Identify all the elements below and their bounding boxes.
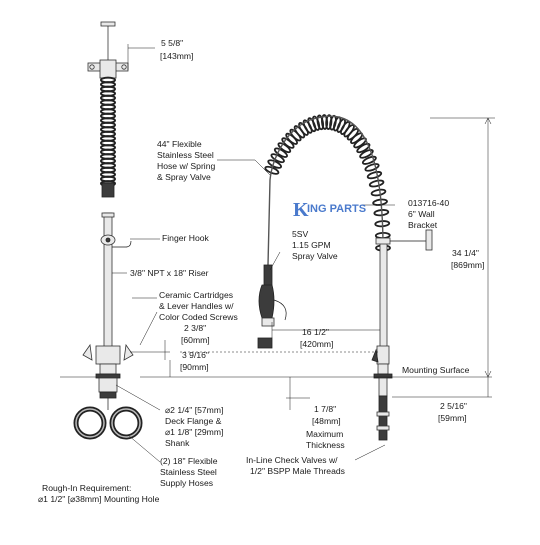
spring-arc-ring bbox=[364, 163, 380, 172]
spring-arc-ring bbox=[361, 155, 377, 165]
svg-text:ING PARTS: ING PARTS bbox=[307, 203, 366, 215]
below-surface-mm: [59mm] bbox=[438, 413, 467, 423]
spring-arc-ring bbox=[366, 171, 383, 180]
handle-height-in: 2 3/8" bbox=[184, 323, 206, 333]
dim-top-width: 5 5/8" [143mm] bbox=[160, 38, 193, 61]
label-check-valves: In-Line Check Valves w/ 1/2" BSPP Male T… bbox=[246, 455, 345, 476]
thickness-mm: [48mm] bbox=[312, 416, 341, 426]
svg-text:⌀1 1/8" [29mm]: ⌀1 1/8" [29mm] bbox=[165, 427, 223, 437]
label-finger-hook: Finger Hook bbox=[162, 233, 210, 243]
svg-text:1/2" BSPP Male Threads: 1/2" BSPP Male Threads bbox=[250, 466, 345, 476]
svg-text:Stainless Steel: Stainless Steel bbox=[157, 150, 214, 160]
dim-handle-offset: 3 9/16" [90mm] bbox=[180, 350, 209, 372]
overhead-spring-arc bbox=[264, 114, 391, 252]
spring-coil-front bbox=[100, 76, 116, 187]
dim-spout-reach: 16 1/2" [420mm] bbox=[300, 327, 333, 349]
check-valves-side bbox=[376, 395, 390, 441]
spring-arc-ring bbox=[356, 142, 371, 154]
svg-text:5SV: 5SV bbox=[292, 229, 309, 239]
svg-text:Maximum: Maximum bbox=[306, 429, 343, 439]
spring-arc-ring bbox=[325, 114, 333, 130]
front-view bbox=[73, 21, 143, 440]
spring-arc-ring bbox=[370, 188, 387, 197]
label-spray: 5SV 1.15 GPM Spray Valve bbox=[292, 229, 338, 261]
top-width-mm: [143mm] bbox=[160, 51, 193, 61]
label-cartridges: Ceramic Cartridges & Lever Handles w/ Co… bbox=[159, 290, 238, 322]
svg-text:Rough-In Requirement:: Rough-In Requirement: bbox=[42, 483, 131, 493]
svg-text:& Spray Valve: & Spray Valve bbox=[157, 172, 211, 182]
dim-overall-height: 34 1/4" [869mm] bbox=[451, 248, 484, 270]
svg-text:⌀1 1/2" [⌀38mm] Mounting Hole: ⌀1 1/2" [⌀38mm] Mounting Hole bbox=[38, 494, 160, 504]
label-hose: 44" Flexible Stainless Steel Hose w/ Spr… bbox=[157, 139, 215, 182]
overall-height-in: 34 1/4" bbox=[452, 248, 479, 258]
svg-text:013716-40: 013716-40 bbox=[408, 198, 449, 208]
dim-handle-height: 2 3/8" [60mm] bbox=[181, 323, 210, 345]
thickness-in: 1 7/8" bbox=[314, 404, 336, 414]
handle-offset-mm: [90mm] bbox=[180, 362, 209, 372]
svg-text:& Lever Handles w/: & Lever Handles w/ bbox=[159, 301, 234, 311]
svg-text:Spray Valve: Spray Valve bbox=[292, 251, 338, 261]
svg-text:Hose w/ Spring: Hose w/ Spring bbox=[157, 161, 215, 171]
faucet-body-side bbox=[371, 345, 393, 397]
spout-reach-mm: [420mm] bbox=[300, 339, 333, 349]
svg-text:⌀2 1/4" [57mm]: ⌀2 1/4" [57mm] bbox=[165, 405, 223, 415]
wall-bracket-side bbox=[375, 229, 433, 251]
svg-text:Supply Hoses: Supply Hoses bbox=[160, 478, 213, 488]
label-rough-in: Rough-In Requirement: ⌀1 1/2" [⌀38mm] Mo… bbox=[38, 483, 160, 504]
svg-text:44" Flexible: 44" Flexible bbox=[157, 139, 202, 149]
svg-text:Thickness: Thickness bbox=[306, 440, 345, 450]
riser-pipe-side bbox=[379, 242, 388, 354]
label-supply: (2) 18" Flexible Stainless Steel Supply … bbox=[160, 456, 218, 488]
spout-reach-in: 16 1/2" bbox=[302, 327, 329, 337]
spring-arc-ring bbox=[267, 159, 283, 169]
riser-pipe-front bbox=[103, 212, 113, 356]
spring-arc-ring bbox=[368, 179, 385, 188]
finger-hook-front bbox=[100, 234, 132, 248]
label-mounting-surface: Mounting Surface bbox=[402, 365, 470, 375]
spring-arc-ring bbox=[270, 153, 285, 164]
top-width-in: 5 5/8" bbox=[161, 38, 183, 48]
spring-end-front bbox=[101, 182, 115, 198]
below-surface-in: 2 5/16" bbox=[440, 401, 467, 411]
spring-arc-ring bbox=[273, 147, 288, 158]
dimension-lines bbox=[127, 44, 495, 410]
svg-text:In-Line Check Valves w/: In-Line Check Valves w/ bbox=[246, 455, 338, 465]
svg-text:K: K bbox=[293, 199, 309, 221]
supply-hoses-front bbox=[73, 398, 143, 440]
handle-offset-in: 3 9/16" bbox=[182, 350, 209, 360]
svg-text:Stainless Steel: Stainless Steel bbox=[160, 467, 217, 477]
svg-text:6" Wall: 6" Wall bbox=[408, 209, 435, 219]
dim-below-surface: 2 5/16" [59mm] bbox=[438, 401, 467, 423]
dim-thickness: 1 7/8" [48mm] Maximum Thickness bbox=[306, 404, 345, 450]
svg-text:(2) 18" Flexible: (2) 18" Flexible bbox=[160, 456, 218, 466]
leader-lines bbox=[112, 159, 395, 463]
top-bracket-front bbox=[87, 21, 129, 79]
svg-text:1.15 GPM: 1.15 GPM bbox=[292, 240, 331, 250]
flex-hose-line bbox=[267, 115, 384, 266]
overall-height-mm: [869mm] bbox=[451, 260, 484, 270]
svg-text:Bracket: Bracket bbox=[408, 220, 438, 230]
svg-text:Deck Flange &: Deck Flange & bbox=[165, 416, 222, 426]
watermark-logo: K ING PARTS bbox=[293, 199, 366, 221]
label-riser: 3/8" NPT x 18" Riser bbox=[130, 268, 209, 278]
spring-arc-ring bbox=[329, 114, 337, 131]
faucet-body-front bbox=[82, 343, 134, 399]
spring-arc-ring bbox=[359, 149, 374, 159]
side-view bbox=[60, 114, 492, 441]
label-bracket: 013716-40 6" Wall Bracket bbox=[408, 198, 449, 230]
spray-valve-side bbox=[257, 264, 287, 349]
spring-arc-ring bbox=[321, 114, 329, 130]
svg-text:Shank: Shank bbox=[165, 438, 190, 448]
label-flange: ⌀2 1/4" [57mm] Deck Flange & ⌀1 1/8" [29… bbox=[165, 405, 223, 448]
handle-height-mm: [60mm] bbox=[181, 335, 210, 345]
svg-text:Color Coded Screws: Color Coded Screws bbox=[159, 312, 238, 322]
svg-text:Ceramic Cartridges: Ceramic Cartridges bbox=[159, 290, 233, 300]
